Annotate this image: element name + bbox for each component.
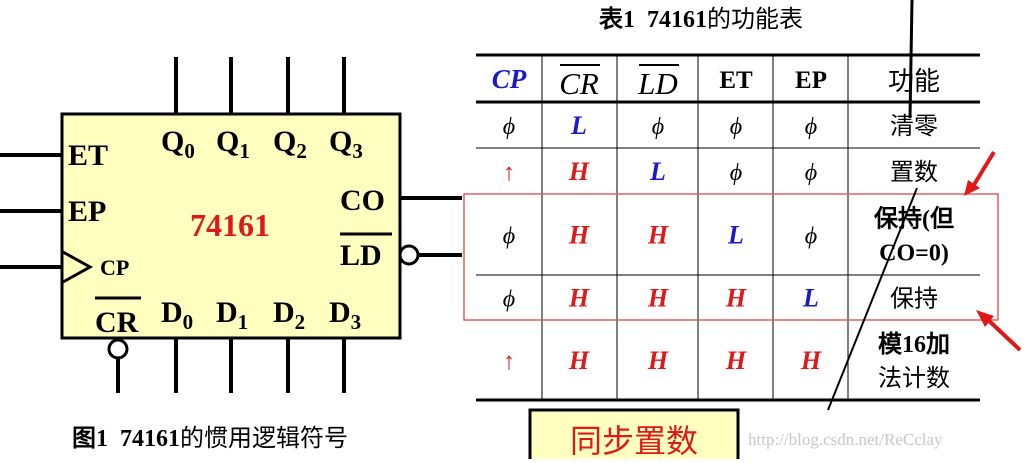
cell-cr: H [568, 346, 590, 375]
cell-cp: ϕ [503, 224, 515, 250]
label-cp: CP [100, 255, 129, 280]
cell-ep: H [800, 346, 822, 375]
cell-cr: L [570, 111, 587, 140]
header-ld: LD [637, 66, 678, 101]
chip-part-number: 74161 [190, 207, 270, 243]
pointer-line-clear [908, 0, 914, 119]
label-co: CO [340, 184, 385, 217]
pointer-line-sync-load [827, 187, 918, 411]
cell-cp: ↑ [503, 160, 515, 186]
label-ld: LD [340, 239, 382, 272]
label-q0: Q0 [161, 125, 195, 163]
header-cp: CP [492, 64, 527, 94]
label-d3: D3 [329, 296, 361, 334]
cell-function: 清零 [890, 113, 938, 140]
annotation-label: 同步置数 [570, 423, 698, 459]
label-d0: D0 [161, 296, 193, 334]
cell-function: 法计数 [878, 365, 950, 392]
cell-ld: ϕ [652, 114, 664, 140]
cell-cr: H [568, 284, 590, 313]
label-q1: Q1 [216, 125, 250, 163]
header-et: ET [719, 67, 753, 94]
cell-et: ϕ [730, 160, 742, 186]
cell-cr: H [568, 157, 590, 186]
arrow-shaft-lower [984, 316, 1022, 352]
cell-function: 置数 [890, 159, 938, 186]
cell-ep: ϕ [805, 114, 817, 140]
hold-rows-highlight [463, 193, 999, 321]
cell-cp: ϕ [503, 287, 515, 313]
header-cr: CR [559, 66, 599, 101]
cell-et: H [725, 284, 747, 313]
cell-ld: H [647, 284, 669, 313]
cr-inversion-bubble [107, 338, 129, 360]
cell-cr: H [568, 221, 590, 250]
arrow-head-lower [976, 310, 994, 327]
label-et: ET [68, 139, 108, 172]
watermark: http://blog.csdn.net/ReCclay [748, 430, 943, 449]
ld-inversion-bubble [398, 244, 420, 266]
chip-symbol: ET EP CP Q0 Q1 Q2 Q3 D0 D1 D2 D3 CR CO L… [0, 57, 462, 393]
label-ep: EP [68, 195, 106, 228]
label-d1: D1 [216, 296, 248, 334]
cell-ld: L [649, 157, 666, 186]
cell-ep: L [802, 284, 819, 313]
cell-ep: ϕ [805, 160, 817, 186]
chip-body [60, 112, 402, 340]
label-q3: Q3 [329, 125, 363, 163]
clock-triangle [62, 250, 94, 284]
arrow-head-upper [964, 180, 980, 196]
table-header-row: CP CR LD ET EP 功能 [492, 64, 940, 101]
cell-et: H [725, 346, 747, 375]
arrow-shaft-upper [970, 150, 996, 190]
header-ep: EP [795, 67, 827, 94]
cell-function: 保持 [890, 286, 938, 313]
cell-function: 模16加 [878, 331, 950, 358]
sync-load-annotation: 同步置数 [528, 408, 740, 463]
cell-et: ϕ [730, 114, 742, 140]
label-d2: D2 [273, 296, 305, 334]
header-function: 功能 [888, 67, 940, 96]
cell-ld: H [647, 346, 669, 375]
cell-ld: H [647, 221, 669, 250]
cell-function: 保持(但 [873, 206, 954, 233]
annotation-box [528, 408, 740, 463]
label-q2: Q2 [273, 125, 307, 163]
table-row: ϕ H H H L 保持 [503, 284, 938, 313]
label-cr: CR [95, 306, 139, 339]
cell-et: L [727, 221, 744, 250]
cell-function: CO=0) [879, 241, 949, 267]
red-pointer-arrows [964, 150, 1022, 352]
cell-ep: ϕ [805, 224, 817, 250]
cell-cp: ↑ [503, 349, 515, 375]
cell-cp: ϕ [503, 114, 515, 140]
